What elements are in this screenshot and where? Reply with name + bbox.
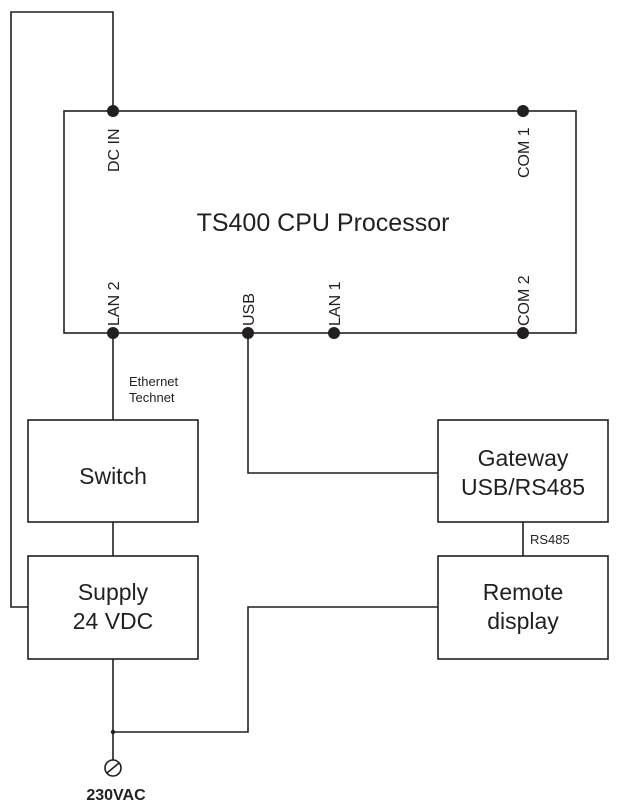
ethernet-label-line2: Technet (129, 390, 175, 405)
gateway-label-line2: USB/RS485 (461, 474, 585, 500)
ethernet-label-line1: Ethernet (129, 374, 179, 389)
switch-box (27, 419, 199, 523)
mains-terminal-icon (104, 759, 122, 777)
pin-label-dc-in: DC IN (106, 128, 123, 172)
cpu-processor-box (63, 110, 577, 334)
supply-label-line2: 24 VDC (73, 608, 154, 634)
switch-label: Switch (79, 463, 147, 489)
junction-dot (110, 729, 116, 735)
remote-label-line1: Remote (483, 579, 564, 605)
gateway-box (437, 419, 609, 523)
pin-label-lan2: LAN 2 (106, 281, 123, 326)
usb-wire (247, 333, 438, 474)
rs485-label: RS485 (530, 532, 570, 547)
mains-label: 230VAC (86, 787, 146, 804)
cpu-title: TS400 CPU Processor (197, 209, 450, 237)
remote-display-power-wire (113, 606, 438, 733)
lan2-terminal (107, 327, 119, 339)
remote-label-line2: display (487, 608, 559, 634)
pin-label-com2: COM 2 (516, 275, 533, 326)
pin-label-usb: USB (241, 293, 258, 326)
dc-in-terminal (107, 105, 119, 117)
remote-display-box (437, 555, 609, 660)
supply-label-line1: Supply (78, 579, 149, 605)
pin-label-lan1: LAN 1 (327, 281, 344, 326)
dc-power-wire (10, 11, 114, 608)
com2-terminal (517, 327, 529, 339)
pin-label-com1: COM 1 (516, 127, 533, 178)
lan1-terminal (328, 327, 340, 339)
supply-box (27, 555, 199, 660)
com1-terminal (517, 105, 529, 117)
gateway-label-line1: Gateway (478, 445, 569, 471)
usb-terminal (242, 327, 254, 339)
